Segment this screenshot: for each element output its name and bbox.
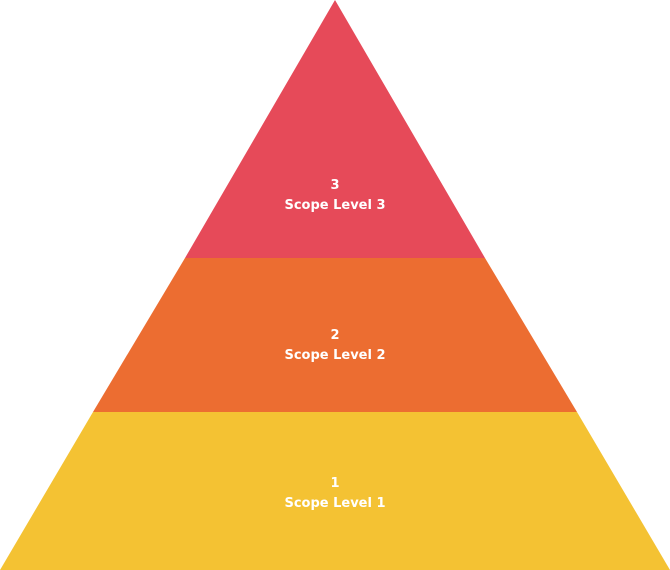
- tier-level-3: [185, 0, 485, 258]
- tier-level-2: [93, 258, 577, 412]
- tier-level-1-label: Scope Level 1: [284, 496, 385, 511]
- tier-level-3-label: Scope Level 3: [284, 198, 385, 213]
- tier-level-2-number: 2: [330, 328, 339, 343]
- tier-level-1-number: 1: [330, 476, 339, 491]
- tier-level-2-label: Scope Level 2: [284, 348, 385, 363]
- tier-level-1: [0, 412, 670, 570]
- tier-level-3-number: 3: [330, 178, 339, 193]
